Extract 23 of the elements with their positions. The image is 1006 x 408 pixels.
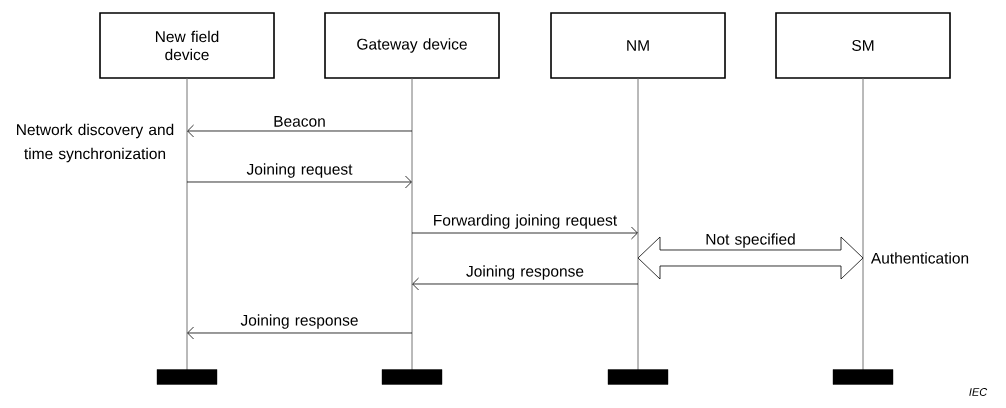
lifeline-end-bar bbox=[381, 369, 443, 385]
message-arrow bbox=[186, 175, 412, 189]
message-arrow bbox=[412, 277, 639, 291]
participant-box: Gateway device bbox=[324, 12, 500, 79]
note-text: Authentication bbox=[870, 252, 969, 264]
message-arrow bbox=[187, 124, 413, 138]
double-arrow bbox=[637, 236, 864, 280]
message-label: Not specified bbox=[706, 233, 795, 248]
message-arrow bbox=[187, 326, 413, 340]
message-label: Forwarding joining request bbox=[434, 214, 617, 229]
lifeline-end-bar bbox=[607, 369, 669, 385]
lifeline-end-bar bbox=[156, 369, 218, 385]
source-note: IEC bbox=[969, 388, 988, 396]
lifeline-end-bar bbox=[832, 369, 894, 385]
message-label: Joining response bbox=[466, 265, 584, 280]
participant-box: New field device bbox=[99, 12, 275, 79]
note-text: Network discovery and time synchronization bbox=[17, 123, 174, 163]
participant-box: SM bbox=[775, 12, 951, 79]
message-label: Joining request bbox=[246, 163, 353, 178]
participant-box: NM bbox=[550, 12, 726, 79]
message-label: Beacon bbox=[274, 116, 325, 127]
message-arrow bbox=[411, 226, 638, 240]
message-label: Joining response bbox=[240, 314, 358, 329]
